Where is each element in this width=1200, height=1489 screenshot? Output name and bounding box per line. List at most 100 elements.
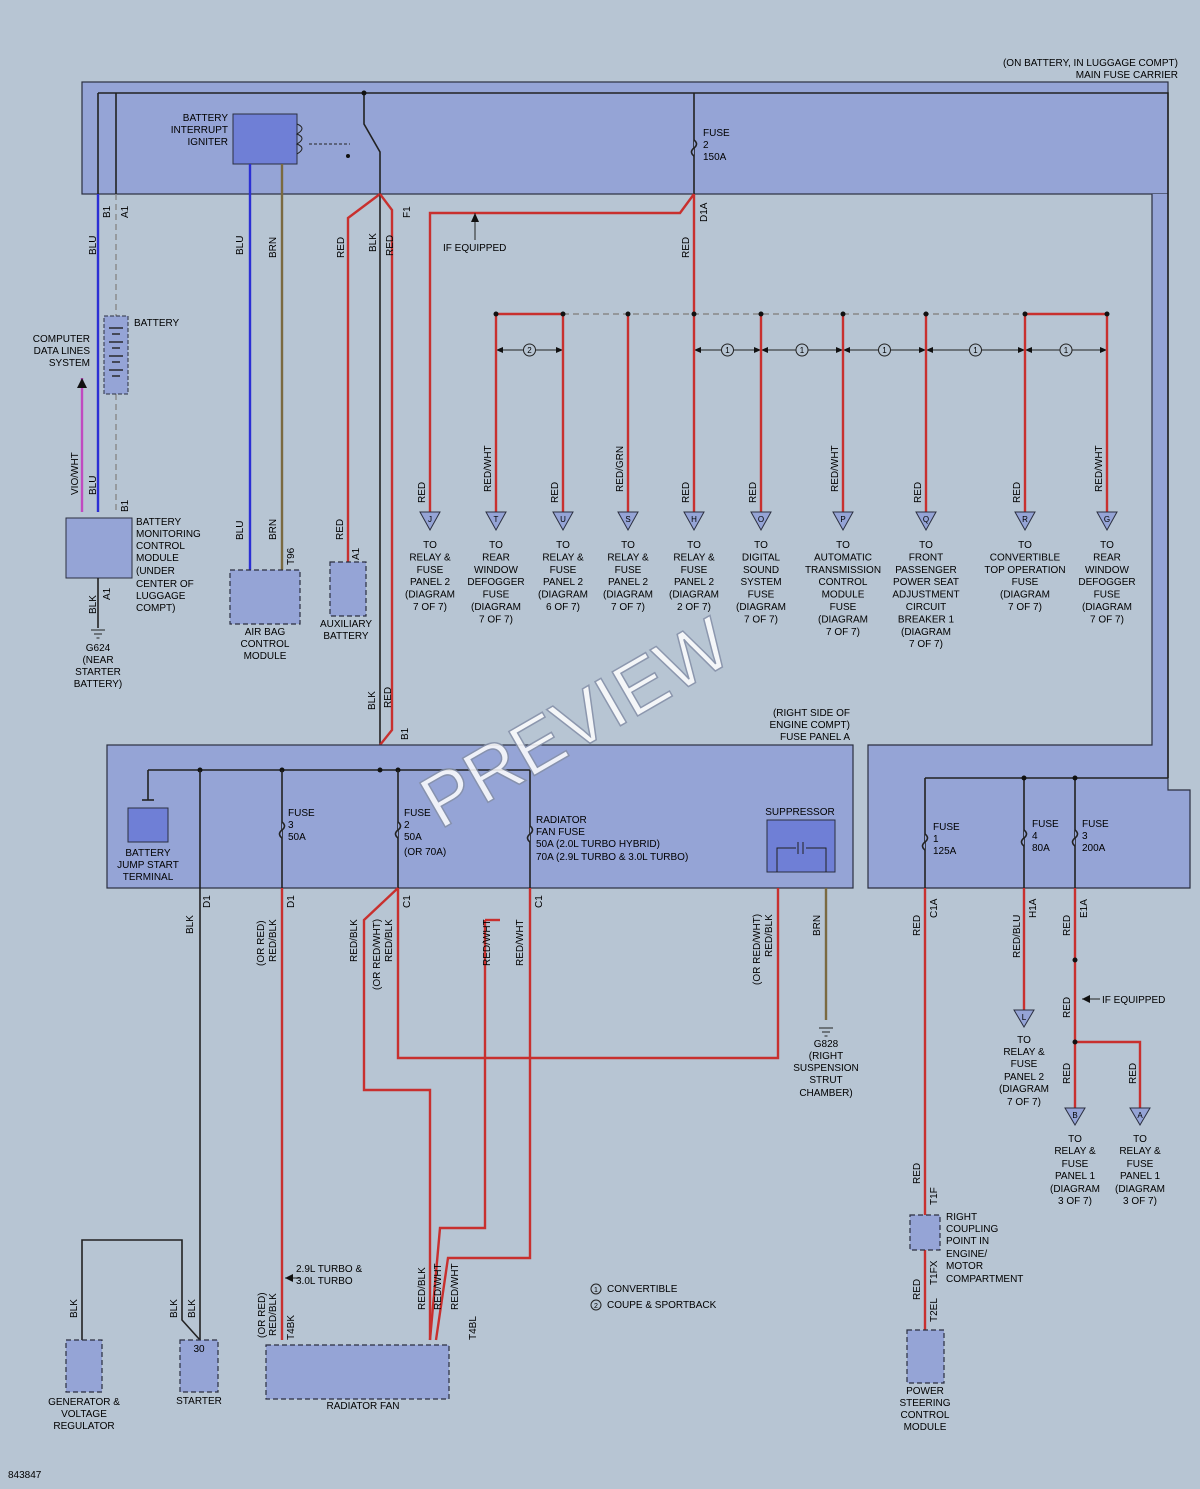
svg-text:POINT IN: POINT IN bbox=[946, 1236, 989, 1247]
option-arrow-left-5 bbox=[1025, 347, 1032, 353]
connector-text-p: 7 OF 7) bbox=[826, 627, 860, 638]
svg-text:(OR RED): (OR RED) bbox=[257, 1292, 268, 1338]
auxiliary-battery bbox=[329, 561, 367, 617]
main-bus-wire bbox=[98, 92, 1169, 778]
connector-text-t: REAR bbox=[482, 552, 510, 563]
option-marker-2 bbox=[795, 343, 809, 357]
svg-text:FUSE: FUSE bbox=[404, 808, 431, 819]
option-arrow-left-2 bbox=[761, 347, 768, 353]
svg-text:7 OF 7): 7 OF 7) bbox=[1007, 1097, 1041, 1108]
connector-text-o: SYSTEM bbox=[740, 577, 781, 588]
svg-text:BATTERY: BATTERY bbox=[136, 517, 182, 528]
power-steering-control-module bbox=[906, 1329, 945, 1384]
svg-text:RED/WHT: RED/WHT bbox=[450, 1263, 461, 1310]
igniter-label-3: IGNITER bbox=[187, 137, 228, 148]
connector-text-q: (DIAGRAM bbox=[901, 627, 951, 638]
connector-text-s: FUSE bbox=[615, 565, 642, 576]
connector-text-j: RELAY & bbox=[409, 552, 451, 563]
connector-text-h: PANEL 2 bbox=[674, 577, 714, 588]
svg-text:RELAY &: RELAY & bbox=[1119, 1146, 1161, 1157]
option-arrow-right-4 bbox=[1018, 347, 1025, 353]
svg-text:B: B bbox=[1072, 1111, 1077, 1120]
svg-text:L: L bbox=[1022, 1013, 1027, 1022]
connector-text-o: TO bbox=[754, 540, 768, 551]
connector-b bbox=[1064, 1107, 1086, 1126]
wire-label-p: RED/WHT bbox=[830, 445, 841, 492]
connector-text-q: CIRCUIT bbox=[906, 602, 947, 613]
fuse-3-200a bbox=[1071, 829, 1079, 847]
svg-text:MONITORING: MONITORING bbox=[136, 529, 201, 540]
svg-text:BLK: BLK bbox=[88, 595, 99, 614]
svg-text:BATTERY: BATTERY bbox=[323, 631, 369, 642]
connector-j bbox=[419, 511, 441, 532]
svg-text:(RIGHT: (RIGHT bbox=[809, 1051, 843, 1062]
svg-text:(OR RED/WHT): (OR RED/WHT) bbox=[372, 919, 383, 990]
svg-text:1: 1 bbox=[933, 834, 939, 845]
svg-text:RED: RED bbox=[681, 237, 692, 258]
svg-text:3: 3 bbox=[288, 820, 294, 831]
bus-node-t bbox=[493, 311, 499, 317]
svg-text:(OR RED/WHT): (OR RED/WHT) bbox=[752, 914, 763, 985]
svg-text:50A (2.0L TURBO HYBRID): 50A (2.0L TURBO HYBRID) bbox=[536, 839, 660, 850]
svg-text:SYSTEM: SYSTEM bbox=[49, 358, 90, 369]
igniter-label-2: INTERRUPT bbox=[171, 125, 228, 136]
svg-text:RED/BLK: RED/BLK bbox=[384, 919, 395, 962]
connector-text-j: (DIAGRAM bbox=[405, 590, 455, 601]
svg-text:JUMP START: JUMP START bbox=[117, 860, 179, 871]
svg-text:TO: TO bbox=[1133, 1134, 1147, 1145]
wire-label-o: RED bbox=[748, 482, 759, 503]
right-fuse-panel-box bbox=[867, 194, 1191, 889]
svg-text:FUSE: FUSE bbox=[1127, 1159, 1154, 1170]
connector-letter-o: O bbox=[758, 515, 764, 524]
option-marker-4 bbox=[969, 343, 982, 357]
svg-text:RED: RED bbox=[912, 915, 923, 936]
svg-text:REGULATOR: REGULATOR bbox=[53, 1421, 114, 1432]
connector-letter-g: G bbox=[1104, 515, 1110, 524]
svg-text:COMPT): COMPT) bbox=[136, 603, 175, 614]
svg-text:LUGGAGE: LUGGAGE bbox=[136, 591, 186, 602]
connector-text-g: 7 OF 7) bbox=[1090, 614, 1124, 625]
battery-interrupt-igniter bbox=[232, 113, 298, 165]
battery-label: BATTERY bbox=[134, 318, 180, 329]
connector-text-r: 7 OF 7) bbox=[1008, 602, 1042, 613]
connector-text-u: FUSE bbox=[550, 565, 577, 576]
svg-text:IF EQUIPPED: IF EQUIPPED bbox=[1102, 995, 1165, 1006]
connector-text-q: 7 OF 7) bbox=[909, 639, 943, 650]
svg-text:A1: A1 bbox=[351, 547, 362, 560]
svg-text:3 OF 7): 3 OF 7) bbox=[1123, 1196, 1157, 1207]
svg-text:RED: RED bbox=[383, 687, 394, 708]
fuse-3-50a bbox=[278, 821, 286, 839]
red-blk-wire-suppressor bbox=[396, 888, 780, 1060]
option-arrow-right-0 bbox=[556, 347, 563, 353]
connector-text-t: FUSE bbox=[483, 590, 510, 601]
connector-letter-q: Q bbox=[923, 515, 929, 524]
svg-text:C1A: C1A bbox=[929, 898, 940, 918]
connector-r bbox=[1014, 511, 1036, 532]
aux-battery-red-wire bbox=[346, 193, 381, 562]
connector-text-p: (DIAGRAM bbox=[818, 614, 868, 625]
option-arrow-left-3 bbox=[843, 347, 850, 353]
svg-text:T96: T96 bbox=[286, 547, 297, 565]
battery-jump-start-terminal bbox=[127, 807, 169, 843]
svg-text:T4BL: T4BL bbox=[468, 1316, 479, 1340]
connector-text-u: 6 OF 7) bbox=[546, 602, 580, 613]
connector-letter-r: R bbox=[1022, 515, 1028, 524]
svg-text:CHAMBER): CHAMBER) bbox=[799, 1088, 852, 1099]
connector-text-p: TRANSMISSION bbox=[805, 565, 881, 576]
connector-text-q: ADJUSTMENT bbox=[892, 590, 959, 601]
connector-text-s: RELAY & bbox=[607, 552, 649, 563]
fuse2-main-label: FUSE bbox=[703, 128, 730, 139]
option-marker-1 bbox=[721, 343, 734, 357]
svg-text:RED: RED bbox=[335, 519, 346, 540]
connector-text-j: PANEL 2 bbox=[410, 577, 450, 588]
svg-text:BLU: BLU bbox=[88, 236, 99, 255]
connector-text-g: DEFOGGER bbox=[1078, 577, 1135, 588]
connector-text-s: TO bbox=[621, 540, 635, 551]
connector-text-t: TO bbox=[489, 540, 503, 551]
generator-blk-wire bbox=[81, 1239, 201, 1341]
red-wht-wire-radfan-2 bbox=[428, 920, 487, 1341]
svg-text:CONTROL: CONTROL bbox=[241, 639, 290, 650]
connector-s bbox=[617, 511, 639, 532]
